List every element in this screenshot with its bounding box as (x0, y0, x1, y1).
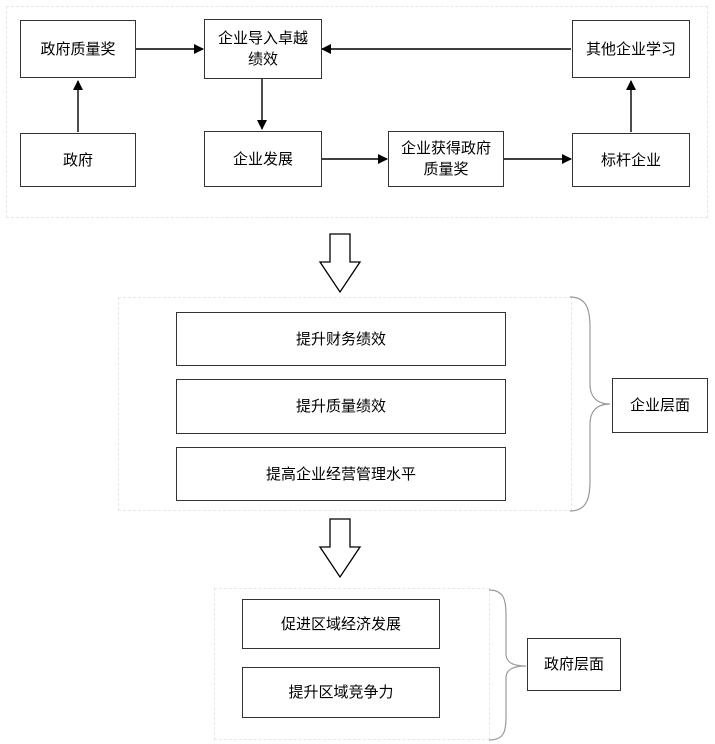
down-arrow-1 (318, 233, 362, 294)
benchmark-enterprise-box: 标杆企业 (572, 133, 690, 187)
government-brace (488, 589, 527, 741)
enterprise-brace (569, 296, 611, 512)
introduce-excellence-box: 企业导入卓越 绩效 (204, 19, 322, 79)
enterprise-item-finance: 提升财务绩效 (176, 312, 506, 366)
government-label: 政府 (62, 150, 93, 169)
government-item-competitiveness: 提升区域竞争力 (242, 667, 440, 718)
enterprise-level-label: 企业层面 (629, 396, 690, 414)
enterprise-development-box: 企业发展 (204, 131, 322, 187)
other-enterprise-learn-label: 其他企业学习 (585, 39, 676, 58)
enterprise-development-label: 企业发展 (232, 149, 293, 168)
government-level-label-box: 政府层面 (527, 638, 621, 691)
top-flow-frame (6, 6, 708, 218)
other-enterprise-learn-box: 其他企业学习 (572, 20, 690, 78)
government-item-competitiveness-label: 提升区域竞争力 (288, 683, 394, 701)
win-award-label-2: 质量奖 (423, 160, 469, 178)
gov-quality-award-label: 政府质量奖 (40, 39, 116, 58)
enterprise-item-quality: 提升质量绩效 (176, 379, 506, 434)
win-award-box: 企业获得政府 质量奖 (388, 131, 504, 187)
government-item-economy: 促进区域经济发展 (242, 599, 440, 649)
enterprise-level-label-box: 企业层面 (612, 378, 708, 433)
enterprise-item-finance-label: 提升财务绩效 (295, 329, 386, 348)
enterprise-item-quality-label: 提升质量绩效 (295, 397, 386, 415)
enterprise-level-frame (118, 297, 572, 511)
government-level-frame (214, 588, 490, 740)
government-level-label: 政府层面 (543, 655, 604, 673)
government-item-economy-label: 促进区域经济发展 (280, 614, 401, 633)
gov-quality-award-box: 政府质量奖 (20, 20, 136, 78)
benchmark-enterprise-label: 标杆企业 (600, 150, 661, 169)
introduce-excellence-label-2: 绩效 (247, 50, 278, 68)
down-arrow-2 (318, 518, 362, 579)
enterprise-item-management-label: 提高企业经营管理水平 (265, 464, 416, 483)
enterprise-item-management: 提高企业经营管理水平 (176, 447, 506, 501)
win-award-label-1: 企业获得政府 (400, 139, 491, 157)
introduce-excellence-label-1: 企业导入卓越 (217, 29, 308, 47)
government-box: 政府 (20, 133, 136, 187)
